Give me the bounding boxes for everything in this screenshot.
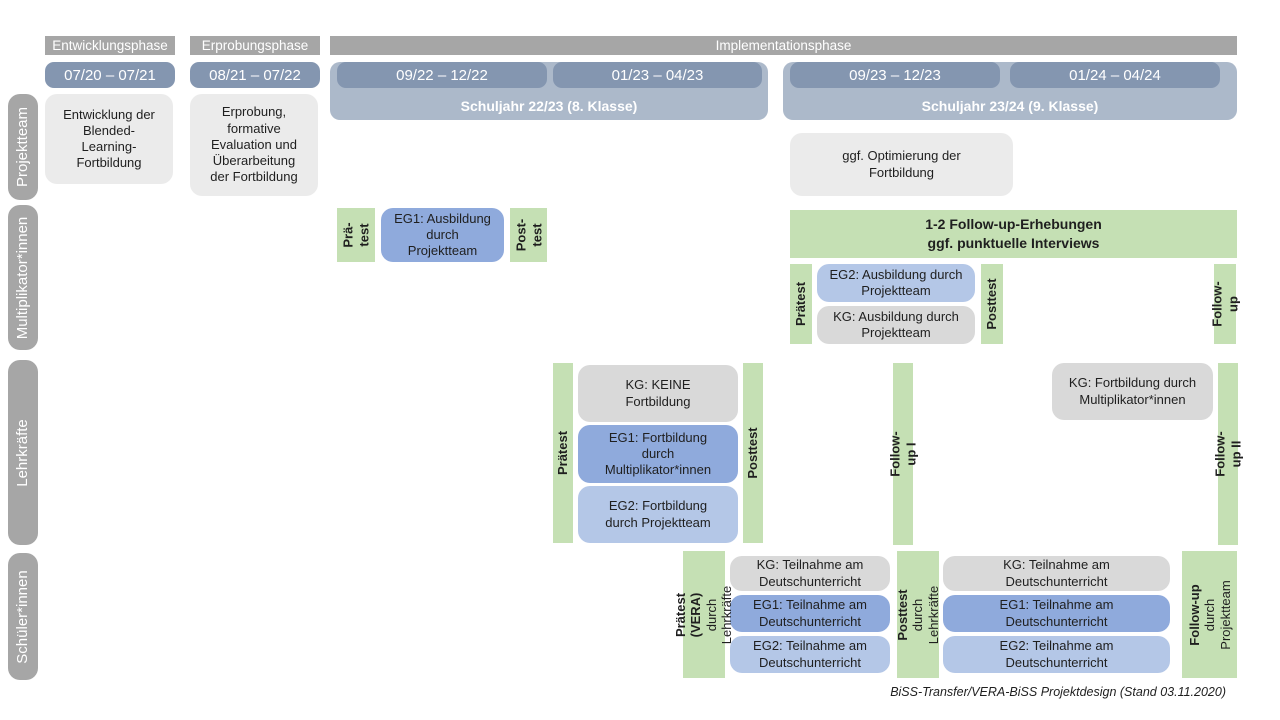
green-bar-praetest-multiplikatoren-2-text: Prätest xyxy=(793,281,809,327)
row-label-projektteam-text: Projektteam xyxy=(14,106,31,188)
phase-header-implementationsphase: Implementationsphase xyxy=(330,36,1237,55)
box-optimierung-fortbildung: ggf. Optimierung der Fortbildung xyxy=(790,133,1013,196)
green-bar-followup-multiplikatoren: Follow-up xyxy=(1209,264,1240,344)
row-label-schuelerinnen-text: Schüler*innen xyxy=(14,569,31,664)
date-range-0923-1223: 09/23 – 12/23 xyxy=(790,62,1000,88)
green-bar-followup1-lehrkraefte-text: Follow-up I xyxy=(887,431,918,477)
row-label-schuelerinnen: Schüler*innen xyxy=(8,553,38,680)
praetest-vera-bold: Prätest (VERA) xyxy=(672,592,704,637)
green-bar-praetest-lehrkraefte: Prätest xyxy=(553,363,573,543)
green-bar-posttest-schueler: Posttest durch Lehrkräfte xyxy=(895,551,941,678)
schuljahr-label-22-23: Schuljahr 22/23 (8. Klasse) xyxy=(460,98,638,114)
schuljahr-label-23-24: Schuljahr 23/24 (9. Klasse) xyxy=(921,98,1099,114)
date-range-0123-0423: 01/23 – 04/23 xyxy=(553,62,762,88)
praetest-vera-sub: durch Lehrkräfte xyxy=(704,585,735,644)
box-eg1-teilnahme-1: EG1: Teilnahme am Deutschunterricht xyxy=(730,595,890,632)
green-bar-posttest-multiplikatoren-1-text: Post- test xyxy=(512,218,544,252)
date-range-0821-0722: 08/21 – 07/22 xyxy=(190,62,320,88)
green-bar-followup-schueler-text: Follow-up durch Projektteam xyxy=(1171,580,1249,649)
green-bar-praetest-vera-schueler-text: Prätest (VERA) durch Lehrkräfte xyxy=(657,585,751,644)
box-kg-teilnahme-2: KG: Teilnahme am Deutschunterricht xyxy=(943,556,1170,591)
box-kg-ausbildung-projektteam: KG: Ausbildung durch Projektteam xyxy=(817,306,975,344)
box-kg-keine-fortbildung: KG: KEINE Fortbildung xyxy=(578,365,738,422)
box-eg2-teilnahme-1: EG2: Teilnahme am Deutschunterricht xyxy=(730,636,890,673)
green-bar-posttest-multiplikatoren-2-text: Posttest xyxy=(984,278,1000,330)
green-bar-followup-multiplikatoren-text: Follow-up xyxy=(1209,281,1240,327)
green-bar-praetest-multiplikatoren-1: Prä- test xyxy=(337,208,375,262)
green-bar-posttest-schueler-text: Posttest durch Lehrkräfte xyxy=(879,585,957,644)
green-bar-followup1-lehrkraefte: Follow-up I xyxy=(887,363,918,545)
box-entwicklung-fortbildung: Entwicklung der Blended- Learning- Fortb… xyxy=(45,94,173,184)
box-erprobung-evaluation: Erprobung, formative Evaluation und Über… xyxy=(190,94,318,196)
green-bar-posttest-multiplikatoren-2: Posttest xyxy=(981,264,1003,344)
row-label-lehrkraefte-text: Lehrkräfte xyxy=(14,418,31,487)
date-range-0922-1222: 09/22 – 12/22 xyxy=(337,62,547,88)
green-bar-praetest-multiplikatoren-2: Prätest xyxy=(790,264,812,344)
green-bar-followup2-lehrkraefte: Follow-up II xyxy=(1212,363,1243,545)
box-eg2-teilnahme-2: EG2: Teilnahme am Deutschunterricht xyxy=(943,636,1170,673)
box-eg2-ausbildung-projektteam: EG2: Ausbildung durch Projektteam xyxy=(817,264,975,302)
row-label-multiplikatorinnen: Multiplikator*innen xyxy=(8,205,38,350)
green-bar-praetest-lehrkraefte-text: Prätest xyxy=(555,430,571,476)
box-kg-teilnahme-1: KG: Teilnahme am Deutschunterricht xyxy=(730,556,890,591)
slide-caption: BiSS-Transfer/VERA-BiSS Projektdesign (S… xyxy=(890,685,1226,699)
box-eg1-fortbildung-multiplikatoren: EG1: Fortbildung durch Multiplikator*inn… xyxy=(578,425,738,483)
posttest-schueler-bold: Posttest xyxy=(894,588,910,641)
box-eg1-ausbildung-projektteam: EG1: Ausbildung durch Projektteam xyxy=(381,208,504,262)
phase-header-erprobungsphase: Erprobungsphase xyxy=(190,36,320,55)
green-bar-praetest-multiplikatoren-1-text: Prä- test xyxy=(340,222,371,248)
box-kg-fortbildung-multiplikatoren: KG: Fortbildung durch Multiplikator*inne… xyxy=(1052,363,1213,420)
row-label-multiplikatorinnen-text: Multiplikator*innen xyxy=(14,216,31,339)
row-label-lehrkraefte: Lehrkräfte xyxy=(8,360,38,545)
green-bar-followup2-lehrkraefte-text: Follow-up II xyxy=(1212,431,1243,477)
green-bar-followup-schueler: Follow-up durch Projektteam xyxy=(1182,551,1237,678)
phase-header-entwicklungsphase: Entwicklungsphase xyxy=(45,36,175,55)
followup-schueler-sub: durch Projektteam xyxy=(1201,579,1233,650)
followup-schueler-bold: Follow-up xyxy=(1186,583,1202,646)
posttest-schueler-sub: durch Lehrkräfte xyxy=(910,585,941,644)
green-bar-posttest-lehrkraefte-text: Posttest xyxy=(745,427,761,479)
green-bar-praetest-vera-schueler: Prätest (VERA) durch Lehrkräfte xyxy=(673,551,735,678)
box-followup-erhebungen: 1-2 Follow-up-Erhebungen ggf. punktuelle… xyxy=(790,210,1237,258)
date-range-0720-0721: 07/20 – 07/21 xyxy=(45,62,175,88)
green-bar-posttest-multiplikatoren-1: Post- test xyxy=(510,208,547,262)
date-range-0124-0424: 01/24 – 04/24 xyxy=(1010,62,1220,88)
box-eg2-fortbildung-projektteam: EG2: Fortbildung durch Projektteam xyxy=(578,486,738,543)
green-bar-posttest-lehrkraefte: Posttest xyxy=(743,363,763,543)
row-label-projektteam: Projektteam xyxy=(8,94,38,200)
box-eg1-teilnahme-2: EG1: Teilnahme am Deutschunterricht xyxy=(943,595,1170,632)
